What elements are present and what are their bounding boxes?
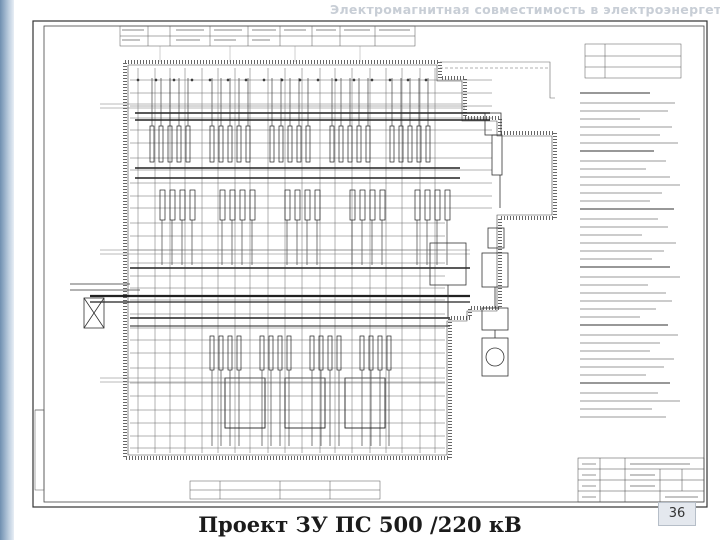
slide-caption: Проект ЗУ ПС 500 /220 кВ: [198, 512, 522, 537]
ground-rod: [316, 78, 320, 82]
ground-rod: [352, 78, 356, 82]
circuit-breaker: [169, 189, 176, 221]
ground-rod: [244, 78, 248, 82]
substation-grounding-plan: [32, 20, 708, 508]
top-header-table: [119, 25, 416, 47]
slide-page-number: 36: [658, 502, 696, 526]
ground-rod: [172, 78, 176, 82]
ground-rod: [334, 78, 338, 82]
ground-rod: [388, 78, 392, 82]
ground-rod: [190, 78, 194, 82]
grounding-drawing-sheet: [30, 18, 710, 510]
circuit-breaker: [294, 189, 301, 221]
circuit-breaker: [359, 189, 366, 221]
circuit-breaker: [349, 189, 356, 221]
header-leaders: [159, 46, 361, 62]
binding-strip: [34, 409, 45, 491]
bottom-header-table: [189, 480, 381, 500]
ground-rod: [424, 78, 428, 82]
circuit-breaker: [314, 189, 321, 221]
circuit-breaker: [444, 189, 451, 221]
general-notes: [580, 92, 680, 418]
title-block: [577, 457, 705, 503]
drawing-legend-table: [584, 43, 682, 79]
circuit-breaker: [239, 189, 246, 221]
circuit-breaker: [229, 189, 236, 221]
circuit-breaker: [284, 189, 291, 221]
circuit-breaker: [379, 189, 386, 221]
circuit-breaker: [304, 189, 311, 221]
circuit-breaker: [369, 189, 376, 221]
ground-rod: [406, 78, 410, 82]
circuit-breaker: [189, 189, 196, 221]
site-boundary: [123, 60, 557, 460]
ground-rod: [154, 78, 158, 82]
top-header-table-text: [122, 29, 410, 41]
ground-rod: [136, 78, 140, 82]
circuit-breaker: [424, 189, 431, 221]
circuit-breaker: [159, 189, 166, 221]
circuit-breaker: [414, 189, 421, 221]
circuit-breaker: [219, 189, 226, 221]
ground-rod: [262, 78, 266, 82]
ground-rod: [208, 78, 212, 82]
switchgear-equipment: [90, 78, 490, 446]
title-block-text: [582, 463, 698, 498]
fence-extension: [440, 61, 555, 99]
circuit-breaker: [249, 189, 256, 221]
slide-side-band: [0, 0, 14, 540]
ground-rod: [226, 78, 230, 82]
ground-rod: [370, 78, 374, 82]
circuit-breaker: [434, 189, 441, 221]
circuit-breaker: [179, 189, 186, 221]
left-portal: [70, 283, 140, 329]
slide-header-title: Электромагнитная совместимость в электро…: [330, 2, 720, 17]
transformer-block: [429, 112, 509, 377]
